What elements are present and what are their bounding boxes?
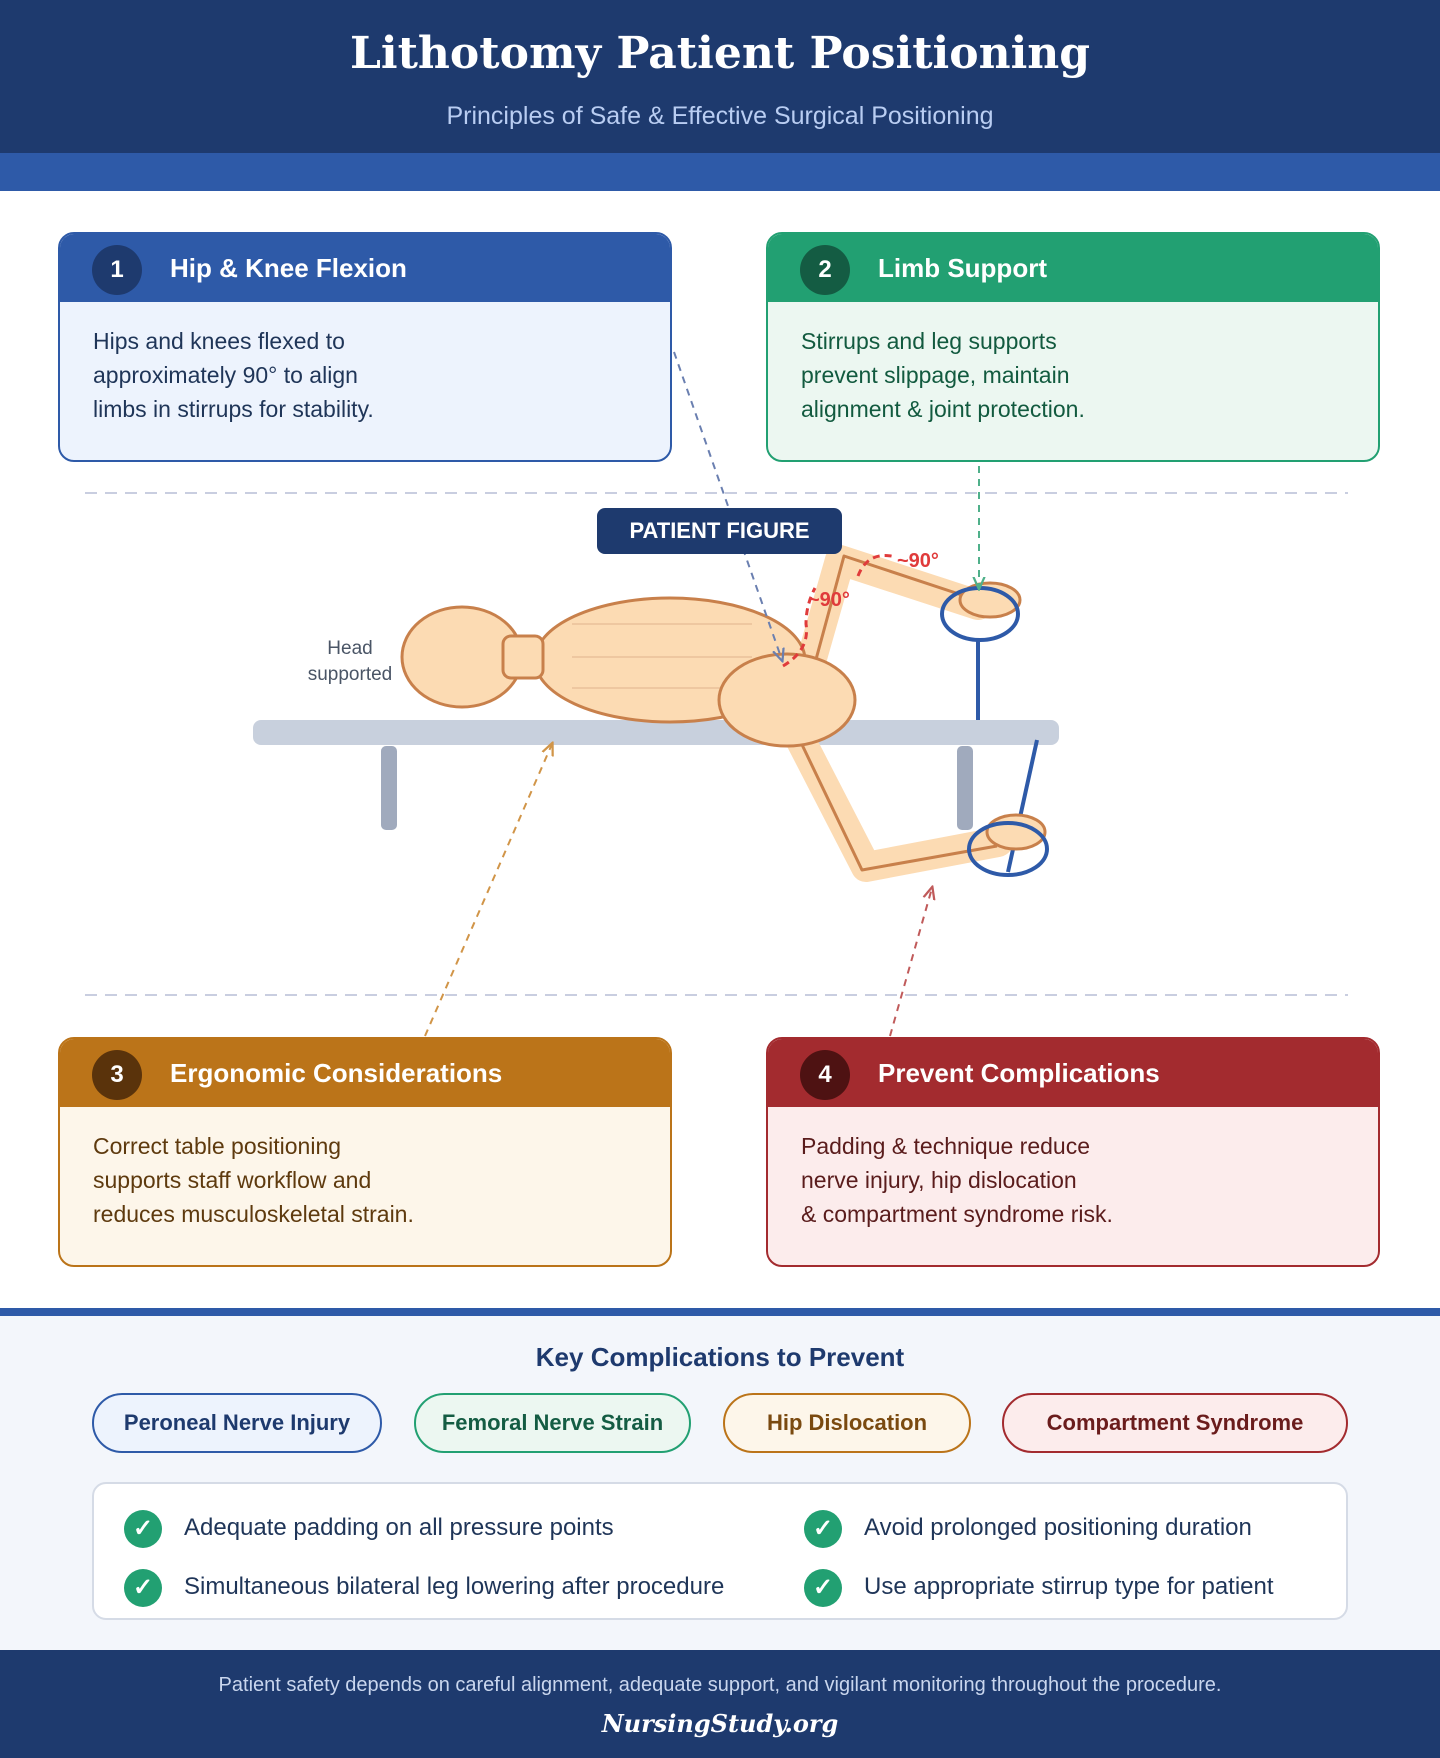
card-body: Correct table positioning supports staff… — [93, 1133, 414, 1227]
card-number: 1 — [92, 245, 142, 295]
header-stripe — [0, 153, 1440, 191]
table-leg-right — [957, 746, 973, 830]
complications-title: Key Complications to Prevent — [535, 1342, 905, 1372]
knee-angle-label: ~90° — [897, 550, 939, 572]
check-icon: ✓ — [804, 1569, 842, 1607]
card-body: Hips and knees flexed to approximately 9… — [93, 328, 374, 422]
footer-brand: NursingStudy.org — [601, 1709, 839, 1738]
upper-foot — [958, 581, 1022, 619]
tips-box: ✓ Adequate padding on all pressure point… — [92, 1482, 1348, 1620]
connector-1 — [673, 351, 782, 660]
card-number: 3 — [92, 1050, 142, 1100]
knee-angle-arc — [856, 554, 897, 577]
check-icon: ✓ — [124, 1569, 162, 1607]
card-ergonomic-considerations: 3 Ergonomic Considerations Correct table… — [58, 1037, 672, 1267]
page-title: Lithotomy Patient Positioning — [349, 28, 1091, 79]
card-title: Limb Support — [878, 253, 1047, 283]
check-icon: ✓ — [124, 1510, 162, 1548]
head-supported-label: Head supported — [307, 638, 393, 685]
page-footer: Patient safety depends on careful alignm… — [0, 1650, 1440, 1758]
lower-leg — [783, 720, 1013, 882]
pill-femoral-nerve-strain: Femoral Nerve Strain — [414, 1393, 691, 1453]
card-number: 4 — [800, 1050, 850, 1100]
pill-hip-dislocation: Hip Dislocation — [723, 1393, 971, 1453]
card-prevent-complications: 4 Prevent Complications Padding & techni… — [766, 1037, 1380, 1267]
card-body: Stirrups and leg supports prevent slippa… — [801, 328, 1085, 422]
card-limb-support: 2 Limb Support Stirrups and leg supports… — [766, 232, 1380, 462]
page-subtitle: Principles of Safe & Effective Surgical … — [446, 102, 994, 130]
page-header: Lithotomy Patient Positioning Principles… — [0, 0, 1440, 153]
pill-compartment-syndrome: Compartment Syndrome — [1002, 1393, 1348, 1453]
stirrup-pole-lower — [1006, 739, 1039, 873]
patient-figure-label: PATIENT FIGURE — [597, 508, 842, 554]
patient-pelvis — [717, 652, 857, 748]
operating-table — [253, 720, 1059, 745]
card-body: Padding & technique reduce nerve injury,… — [801, 1133, 1113, 1227]
table-leg-left — [381, 746, 397, 830]
check-icon: ✓ — [804, 1510, 842, 1548]
patient-figure-diagram: ~90° ~90° — [85, 351, 1348, 1037]
hip-angle-arc — [782, 587, 817, 668]
card-number: 2 — [800, 245, 850, 295]
card-title: Ergonomic Considerations — [170, 1058, 503, 1088]
card-title: Prevent Complications — [878, 1058, 1160, 1088]
complications-divider — [0, 1308, 1440, 1316]
card-title: Hip & Knee Flexion — [170, 253, 407, 283]
card-hip-knee-flexion: 1 Hip & Knee Flexion Hips and knees flex… — [58, 232, 672, 462]
connector-4 — [889, 888, 932, 1037]
upper-leg — [785, 545, 993, 715]
hip-angle-label: ~90° — [808, 589, 850, 611]
pill-peroneal-nerve-injury: Peroneal Nerve Injury — [92, 1393, 382, 1453]
footer-note: Patient safety depends on careful alignm… — [218, 1674, 1222, 1696]
patient-neck — [501, 634, 545, 680]
connector-3 — [424, 744, 552, 1037]
lower-stirrup — [967, 821, 1049, 877]
